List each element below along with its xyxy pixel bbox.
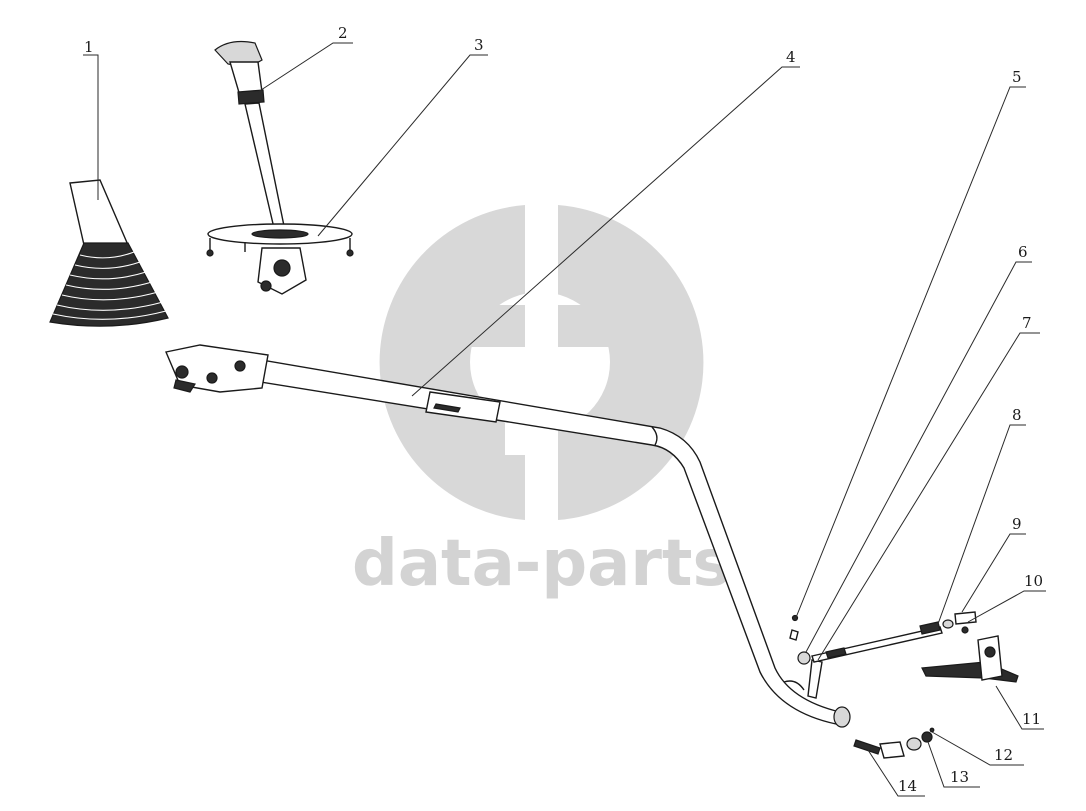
leader-3: [317, 54, 488, 237]
leader-1: [83, 54, 99, 200]
leader-lines: [83, 42, 1046, 797]
callout-14: 14: [898, 777, 917, 795]
part-11-bracket: [921, 635, 1019, 683]
callout-numbers: 1 2 3 4 5 6 7 8 9 10 11 12 13 14: [84, 24, 1043, 795]
callout-1: 1: [84, 38, 94, 56]
callout-5: 5: [1012, 68, 1022, 86]
leader-12: [931, 731, 1024, 766]
callout-11: 11: [1022, 710, 1041, 728]
callout-4: 4: [786, 48, 796, 66]
leader-11: [995, 685, 1044, 730]
callout-3: 3: [474, 36, 484, 54]
part-4-linkage-tube: [165, 344, 851, 728]
leader-8: [937, 424, 1026, 625]
callout-7: 7: [1022, 314, 1032, 332]
leader-9: [961, 533, 1026, 613]
callout-13: 13: [950, 768, 969, 786]
leader-7: [817, 332, 1040, 661]
watermark-logo-left: [379, 205, 525, 520]
leader-10: [967, 590, 1046, 623]
parts-12-14-ball-joint: [853, 727, 935, 759]
callout-9: 9: [1012, 515, 1022, 533]
leader-13: [927, 741, 980, 788]
watermark: data-parts: [352, 205, 731, 601]
parts-5-10-rod-assembly: [789, 611, 977, 665]
callout-6: 6: [1018, 243, 1028, 261]
callout-10: 10: [1024, 572, 1043, 590]
leader-6: [805, 261, 1032, 653]
leader-14: [867, 749, 925, 797]
callout-12: 12: [994, 746, 1013, 764]
part-1-boot: [49, 179, 169, 327]
callout-8: 8: [1012, 406, 1022, 424]
watermark-logo-stem: [525, 205, 558, 520]
watermark-text: data-parts: [352, 527, 731, 601]
leader-5: [794, 86, 1026, 621]
callout-2: 2: [338, 24, 348, 42]
leader-4: [411, 66, 800, 397]
part-3-base-plate: [206, 223, 354, 295]
part-2-shift-knob: [214, 40, 285, 229]
leader-2: [257, 42, 353, 93]
